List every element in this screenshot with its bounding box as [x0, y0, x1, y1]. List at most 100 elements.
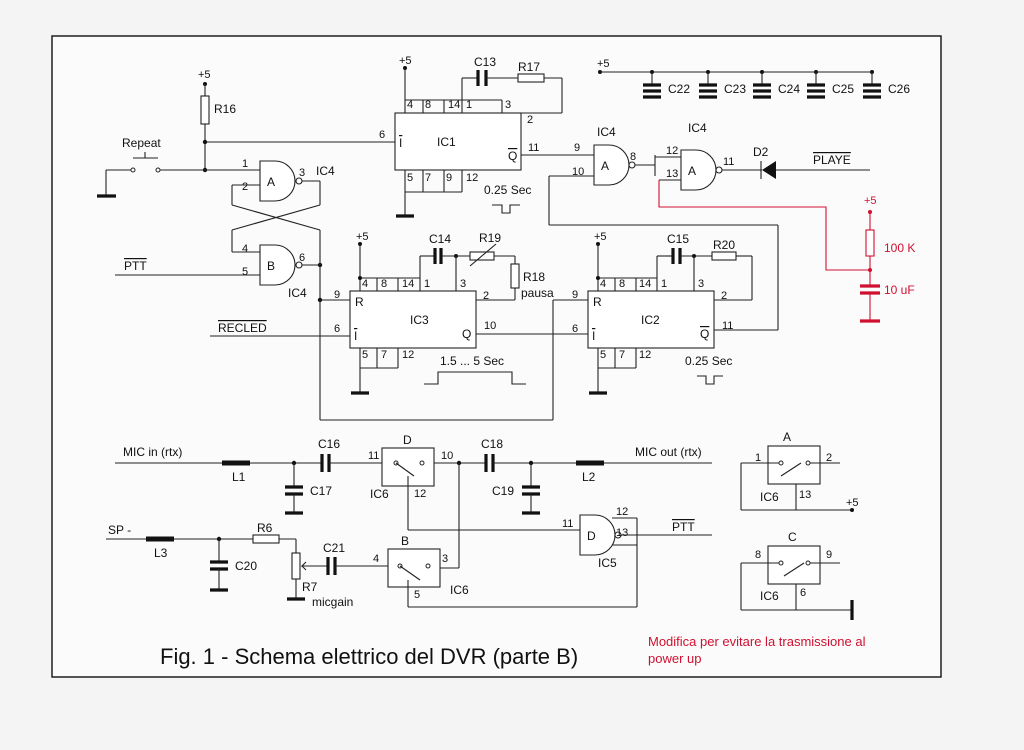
- decoupling-capacitors: +5 C22 C23 C24 C25 C26: [597, 58, 910, 99]
- svg-text:5: 5: [242, 266, 248, 278]
- svg-text:+5: +5: [356, 231, 369, 243]
- svg-text:+5: +5: [399, 55, 412, 67]
- svg-text:R19: R19: [479, 231, 501, 245]
- svg-text:8: 8: [381, 278, 387, 290]
- resistor-100k: [865, 229, 875, 257]
- svg-text:2: 2: [242, 181, 248, 193]
- svg-text:13: 13: [616, 527, 628, 539]
- svg-text:3: 3: [460, 278, 466, 290]
- svg-text:IC5: IC5: [598, 556, 617, 570]
- svg-text:2: 2: [527, 114, 533, 126]
- svg-text:10 uF: 10 uF: [884, 283, 915, 297]
- svg-text:11: 11: [723, 156, 734, 168]
- r16-branch: +5 R16: [198, 69, 395, 173]
- mic-out-label: MIC out (rtx): [635, 445, 702, 459]
- recled-label: RECLED: [218, 321, 267, 335]
- svg-text:L2: L2: [582, 470, 596, 484]
- svg-text:8: 8: [630, 151, 636, 163]
- svg-text:A: A: [267, 175, 275, 189]
- svg-text:1: 1: [661, 278, 667, 290]
- svg-text:11: 11: [368, 450, 379, 462]
- potentiometer-r7: [291, 552, 301, 580]
- sp-label: SP -: [108, 523, 131, 537]
- svg-text:IC6: IC6: [760, 589, 779, 603]
- svg-text:C22: C22: [668, 82, 690, 96]
- svg-text:A: A: [783, 430, 791, 444]
- svg-text:Q: Q: [508, 149, 517, 163]
- svg-text:8: 8: [425, 99, 431, 111]
- svg-text:4: 4: [362, 278, 368, 290]
- svg-text:D: D: [403, 433, 412, 447]
- ic3-block: IC3 R I Q 9 6 4 8 14 1 3 2 10 5 7 12 +5 …: [210, 231, 588, 421]
- svg-text:7: 7: [425, 172, 431, 184]
- ic5-gate-d: D 11 12 13 IC5 PTT: [562, 506, 712, 607]
- svg-text:C15: C15: [667, 232, 689, 246]
- svg-text:9: 9: [826, 549, 832, 561]
- svg-text:11: 11: [528, 142, 539, 154]
- svg-text:4: 4: [600, 278, 606, 290]
- svg-text:Q: Q: [462, 327, 471, 341]
- svg-text:IC4: IC4: [597, 125, 616, 139]
- svg-text:B: B: [401, 534, 409, 548]
- ptt-input-label: PTT: [124, 259, 147, 273]
- ptt-output-label: PTT: [672, 520, 695, 534]
- ic4-gate-a-left: A 1 2 3 IC4: [232, 158, 335, 202]
- mic-path: MIC in (rtx) L1 C17 C16 D 11 10 12 IC6: [115, 433, 712, 569]
- svg-text:5: 5: [600, 349, 606, 361]
- svg-text:4: 4: [373, 553, 379, 565]
- svg-text:14: 14: [402, 278, 414, 290]
- svg-text:IC1: IC1: [437, 135, 456, 149]
- svg-text:2: 2: [721, 290, 727, 302]
- svg-text:12: 12: [466, 172, 478, 184]
- svg-text:1: 1: [424, 278, 430, 290]
- switch-b: [387, 548, 441, 588]
- svg-text:14: 14: [639, 278, 651, 290]
- svg-text:+5: +5: [846, 497, 859, 509]
- speaker-path: SP - L3 C20 R6 R7 micgain C21 B 4 3 5 IC…: [106, 521, 637, 609]
- svg-text:C19: C19: [492, 484, 514, 498]
- svg-text:C21: C21: [323, 541, 345, 555]
- svg-text:2: 2: [826, 452, 832, 464]
- svg-text:11: 11: [722, 320, 733, 332]
- svg-text:12: 12: [616, 506, 628, 518]
- svg-text:10: 10: [441, 450, 453, 462]
- svg-text:2: 2: [483, 290, 489, 302]
- svg-text:4: 4: [242, 243, 248, 255]
- svg-text:IC6: IC6: [450, 583, 469, 597]
- modification-note-line2: power up: [648, 651, 701, 666]
- d2-label: D2: [753, 145, 769, 159]
- svg-text:5: 5: [362, 349, 368, 361]
- svg-text:C13: C13: [474, 55, 496, 69]
- svg-text:3: 3: [505, 99, 511, 111]
- svg-text:C18: C18: [481, 437, 503, 451]
- svg-text:A: A: [601, 159, 609, 173]
- svg-text:9: 9: [446, 172, 452, 184]
- svg-text:6: 6: [379, 129, 385, 141]
- svg-text:0.25 Sec: 0.25 Sec: [484, 183, 531, 197]
- svg-text:0.25 Sec: 0.25 Sec: [685, 354, 732, 368]
- svg-text:4: 4: [407, 99, 413, 111]
- svg-text:C25: C25: [832, 82, 854, 96]
- svg-text:L3: L3: [154, 546, 168, 560]
- svg-text:1: 1: [466, 99, 472, 111]
- svg-text:I: I: [399, 136, 402, 150]
- supply-label: +5: [198, 69, 211, 81]
- mic-in-label: MIC in (rtx): [123, 445, 182, 459]
- ic4-gate-b-left: B 4 5 6 IC4 PTT: [115, 181, 323, 300]
- svg-text:+5: +5: [864, 195, 877, 207]
- svg-text:C24: C24: [778, 82, 800, 96]
- svg-text:A: A: [688, 164, 696, 178]
- svg-text:1: 1: [242, 158, 248, 170]
- svg-text:R17: R17: [518, 60, 540, 74]
- svg-text:6: 6: [572, 323, 578, 335]
- svg-text:13: 13: [799, 489, 811, 501]
- svg-text:+5: +5: [594, 231, 607, 243]
- svg-text:5: 5: [414, 589, 420, 601]
- svg-text:IC2: IC2: [641, 313, 660, 327]
- svg-text:7: 7: [619, 349, 625, 361]
- svg-text:9: 9: [572, 289, 578, 301]
- svg-text:C: C: [788, 530, 797, 544]
- repeat-switch: Repeat: [97, 136, 260, 198]
- svg-text:100 K: 100 K: [884, 241, 915, 255]
